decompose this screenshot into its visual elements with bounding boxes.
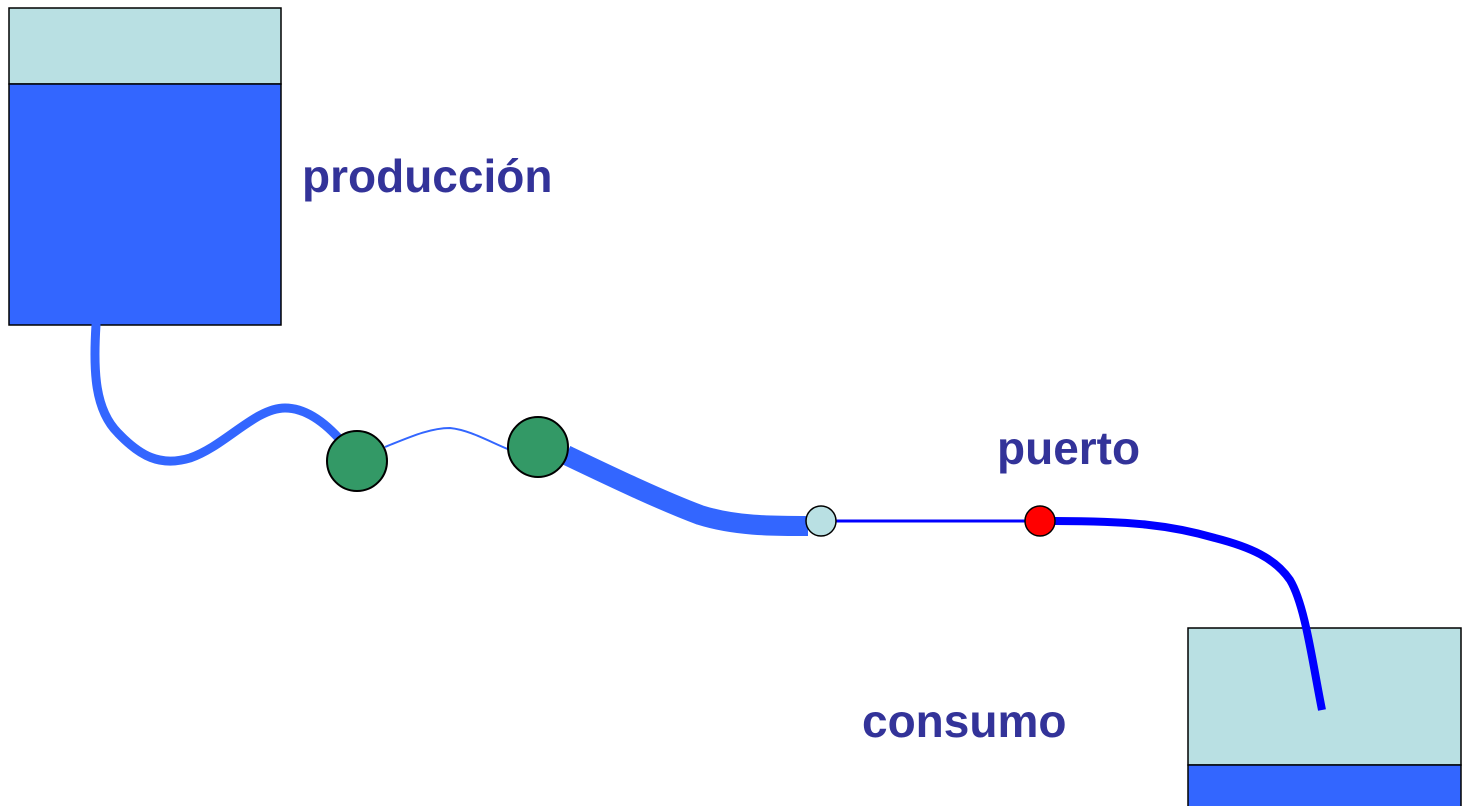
- consumption-tank-level: [1187, 764, 1462, 806]
- pipe-port-to-consumption: [1054, 517, 1326, 711]
- green-node-2: [507, 416, 569, 478]
- transfer-node: [805, 505, 837, 537]
- production-tank: [8, 7, 282, 326]
- consumption-tank-empty-space: [1187, 627, 1462, 766]
- pipe-thin-segment: [384, 426, 511, 451]
- port-label: puerto: [997, 422, 1141, 474]
- production-tank-level: [8, 83, 282, 326]
- production-tank-empty-space: [8, 7, 282, 85]
- green-node-1: [326, 430, 388, 492]
- production-label: producción: [302, 150, 553, 202]
- consumption-label: consumo: [862, 695, 1067, 747]
- consumption-tank: [1187, 627, 1462, 806]
- pipe-production-outlet: [90, 320, 348, 466]
- pipe-thick-segment: [561, 445, 809, 536]
- port-node: [1024, 505, 1056, 537]
